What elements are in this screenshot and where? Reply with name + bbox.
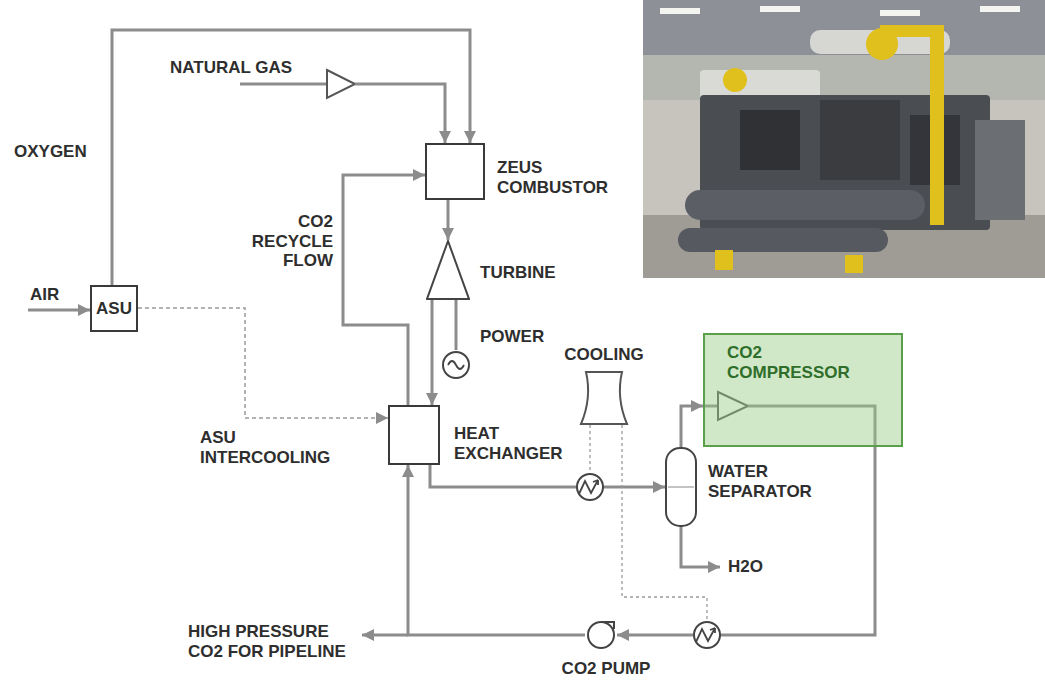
generator-symbol-outline [441,350,471,380]
cooling-water-line [589,425,590,474]
cooler-symbol [577,474,603,500]
heat-exchanger-box: HEAT EXCHANGER [388,405,440,465]
flow-connector [681,406,703,447]
water-separator-outline [665,447,697,527]
photo-machine [700,95,990,230]
node-label: ZEUS COMBUSTOR [497,158,608,197]
pump-symbol: CO2 PUMP [585,620,617,650]
node-label: POWER [480,327,544,347]
photo-light [880,10,920,16]
photo-pipe [678,228,888,252]
compressor-region: CO2 COMPRESSOR [703,333,903,447]
vessel-shell [666,448,696,526]
asu-box: ASU [90,285,138,332]
gas-line [355,84,445,143]
combustor-box: ZEUS COMBUSTOR [425,143,485,200]
node-label: ASU [96,299,132,319]
photo-machine-part [910,115,960,185]
flow-connector [408,465,585,635]
pump-outlet [601,622,614,629]
photo-machine-part [740,110,800,170]
turbine-symbol-outline [426,240,470,300]
photo-light [660,8,700,14]
node-label: CO2 PUMP [562,659,651,679]
photo-floor [643,215,1045,278]
generator-symbol: POWER [441,350,471,380]
flow-connector [430,465,665,487]
photo-flange [866,28,898,60]
water-separator: WATER SEPARATOR [665,447,697,527]
node-label: CO2 COMPRESSOR [727,343,850,382]
photo-flange [723,68,747,92]
tower-shell [581,372,627,424]
cooler-symbol [694,622,720,648]
photo-wall [643,55,1045,100]
photo-duct [810,30,950,54]
turbine-triangle [427,241,469,299]
cooler-circle [694,622,720,648]
output-label: H2O [728,557,763,577]
node-label: HEAT EXCHANGER [454,424,563,463]
photo-pipe [685,190,925,220]
pump-symbol-outline [585,620,617,650]
flow-connector [431,300,434,405]
flow-connector [455,300,458,350]
photo-background [643,0,1045,278]
photo-foot [715,250,733,270]
cooler-coil [696,628,715,642]
node-label: COOLING [564,345,643,365]
air-line [28,309,90,312]
flow-connector [343,175,425,405]
photo-light [760,6,800,12]
cooling-tower: COOLING [577,370,631,425]
cooler-coil [710,628,715,633]
equipment-photo [643,0,1045,278]
output-label: HIGH PRESSURE CO2 FOR PIPELINE [188,622,353,661]
dashed-connector [138,308,388,418]
turbine-symbol: TURBINE [426,240,470,300]
cooler-circle [577,474,603,500]
pump-circle [588,622,614,648]
pipeline-line [362,634,408,637]
flow-label: ASU INTERCOOLING [198,428,332,467]
gas-compressor-symbol [327,70,355,98]
input-label: AIR [30,285,59,305]
photo-frame [880,25,944,37]
cooler-coil [579,480,598,494]
generator-wave [448,361,464,369]
photo-duct [700,70,820,100]
flow-connector [112,30,470,285]
generator-circle [443,352,469,378]
flow-label: CO2 RECYCLE FLOW [250,212,335,271]
photo-frame [930,25,944,225]
vessel-seam [668,487,694,488]
flow-label: OXYGEN [12,142,89,162]
flow-connector [617,447,875,635]
gas-line [240,83,327,86]
photo-ceiling [643,0,1045,55]
photo-cabinet [975,120,1025,220]
photo-machine-part [820,100,900,180]
cooler-coil [593,480,598,485]
flow-connector [447,200,450,240]
cooling-water-line [622,425,707,622]
photo-light [980,6,1020,12]
cooling-tower-outline [577,370,631,425]
water-line [681,527,720,567]
node-label: TURBINE [480,263,556,283]
node-label: WATER SEPARATOR [708,462,812,501]
input-label: NATURAL GAS [170,58,292,78]
photo-foot [845,255,863,273]
